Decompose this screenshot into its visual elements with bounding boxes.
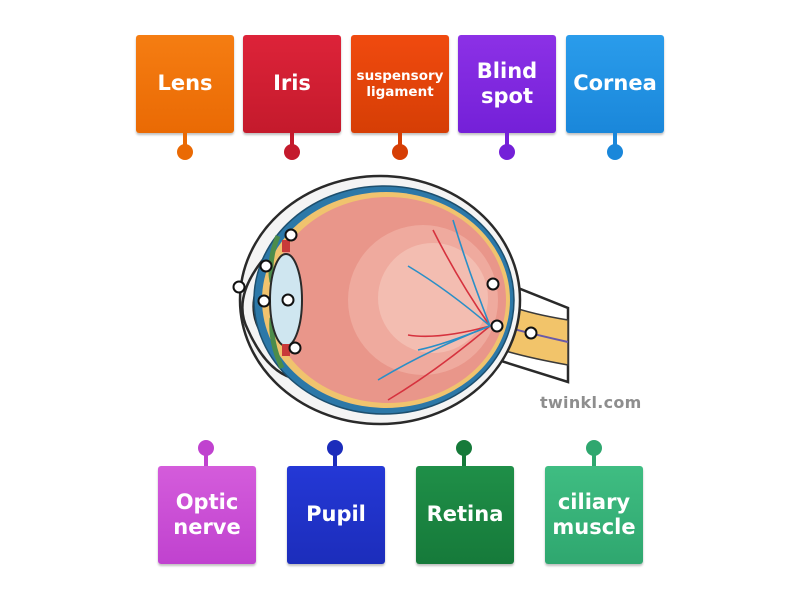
vitreous-highlight-inner (378, 243, 488, 353)
blood-vessels (377, 219, 491, 401)
label-text: Iris (273, 71, 311, 96)
label-tile-pupil[interactable]: Pupil (287, 466, 385, 564)
drop-target-lens-center[interactable] (281, 293, 295, 307)
label-text: Blind spot (476, 58, 538, 108)
tile-pin (198, 440, 214, 456)
tile-pin (607, 144, 623, 160)
tile-pin (392, 144, 408, 160)
watermark: twinkl.com (540, 393, 642, 412)
drop-target-ciliary-upper[interactable] (259, 259, 273, 273)
tile-connector (290, 133, 294, 147)
label-tile-suspensory-ligament[interactable]: suspensory ligament (351, 35, 449, 133)
tile-connector (462, 452, 466, 466)
drop-target-blind-spot[interactable] (490, 319, 504, 333)
tile-connector (613, 133, 617, 147)
eye-diagram (238, 174, 570, 426)
drop-target-lens-top[interactable] (284, 228, 298, 242)
label-text: Retina (426, 502, 504, 527)
label-tile-retina[interactable]: Retina (416, 466, 514, 564)
label-text: Optic nerve (173, 489, 241, 539)
tile-connector (183, 133, 187, 147)
label-text: ciliary muscle (552, 489, 636, 539)
label-text: Lens (157, 71, 213, 96)
tile-pin (499, 144, 515, 160)
tile-connector (398, 133, 402, 147)
label-text: suspensory ligament (356, 67, 444, 100)
drop-target-pupil[interactable] (257, 294, 271, 308)
tile-pin (586, 440, 602, 456)
tile-connector (204, 452, 208, 466)
drop-target-cornea[interactable] (232, 280, 246, 294)
label-text: Cornea (573, 71, 657, 96)
tile-connector (333, 452, 337, 466)
tile-pin (177, 144, 193, 160)
label-tile-iris[interactable]: Iris (243, 35, 341, 133)
drop-target-retina[interactable] (486, 277, 500, 291)
drop-target-optic-nerve[interactable] (524, 326, 538, 340)
label-tile-cornea[interactable]: Cornea (566, 35, 664, 133)
tile-pin (456, 440, 472, 456)
tile-pin (327, 440, 343, 456)
drop-target-iris-lower[interactable] (288, 341, 302, 355)
iris-upper (282, 240, 290, 252)
tile-pin (284, 144, 300, 160)
label-text: Pupil (306, 502, 366, 527)
iris-lower (282, 344, 290, 356)
tile-connector (505, 133, 509, 147)
tile-connector (592, 452, 596, 466)
label-tile-lens[interactable]: Lens (136, 35, 234, 133)
label-tile-ciliary-muscle[interactable]: ciliary muscle (545, 466, 643, 564)
label-tile-optic-nerve[interactable]: Optic nerve (158, 466, 256, 564)
label-tile-blind-spot[interactable]: Blind spot (458, 35, 556, 133)
